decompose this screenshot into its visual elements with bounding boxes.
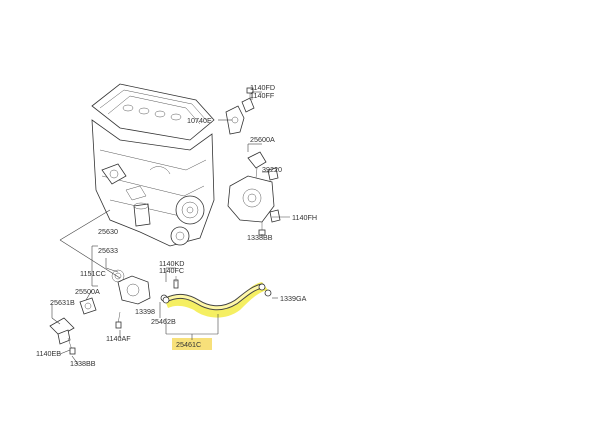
bracket-10740e bbox=[225, 87, 255, 135]
label-1140af: 1140AF bbox=[106, 334, 131, 343]
label-10740e: 10740E bbox=[187, 116, 212, 125]
label-39220: 39220 bbox=[262, 165, 282, 174]
leader-lines bbox=[51, 91, 290, 365]
label-25600a: 25600A bbox=[250, 135, 275, 144]
label-25500a: 25500A bbox=[75, 287, 100, 296]
label-1140kd: 1140KD bbox=[159, 259, 184, 268]
label-1140fh: 1140FH bbox=[292, 213, 317, 222]
label-25630: 25630 bbox=[98, 227, 118, 236]
coolant-pipe-25461c bbox=[162, 276, 272, 311]
label-25631b: 25631B bbox=[50, 298, 75, 307]
label-1339ga: 1339GA bbox=[280, 294, 307, 303]
label-1140ff: 1140FF bbox=[250, 91, 275, 100]
label-1140fd: 1140FD bbox=[250, 83, 275, 92]
label-1338bb-bottom: 1338BB bbox=[70, 359, 96, 368]
label-1338bb-top: 1338BB bbox=[247, 233, 273, 242]
label-1151cc: 1151CC bbox=[80, 269, 106, 278]
label-1140eb: 1140EB bbox=[36, 349, 61, 358]
label-25633: 25633 bbox=[98, 246, 118, 255]
thermostat-housing-25630 bbox=[111, 269, 168, 305]
water-pump-25600a bbox=[227, 151, 281, 236]
highlight-label-box bbox=[172, 338, 212, 350]
label-13398: 13398 bbox=[135, 307, 155, 316]
engine-block-illustration bbox=[91, 83, 215, 247]
label-1140fc: 1140FC bbox=[159, 266, 184, 275]
inlet-fitting-25631b bbox=[49, 297, 122, 355]
label-25461c: 25461C bbox=[176, 340, 201, 349]
label-25462b: 25462B bbox=[151, 317, 176, 326]
part-labels: 1140FD 1140FF 10740E 25600A 39220 1140FH… bbox=[36, 83, 317, 368]
